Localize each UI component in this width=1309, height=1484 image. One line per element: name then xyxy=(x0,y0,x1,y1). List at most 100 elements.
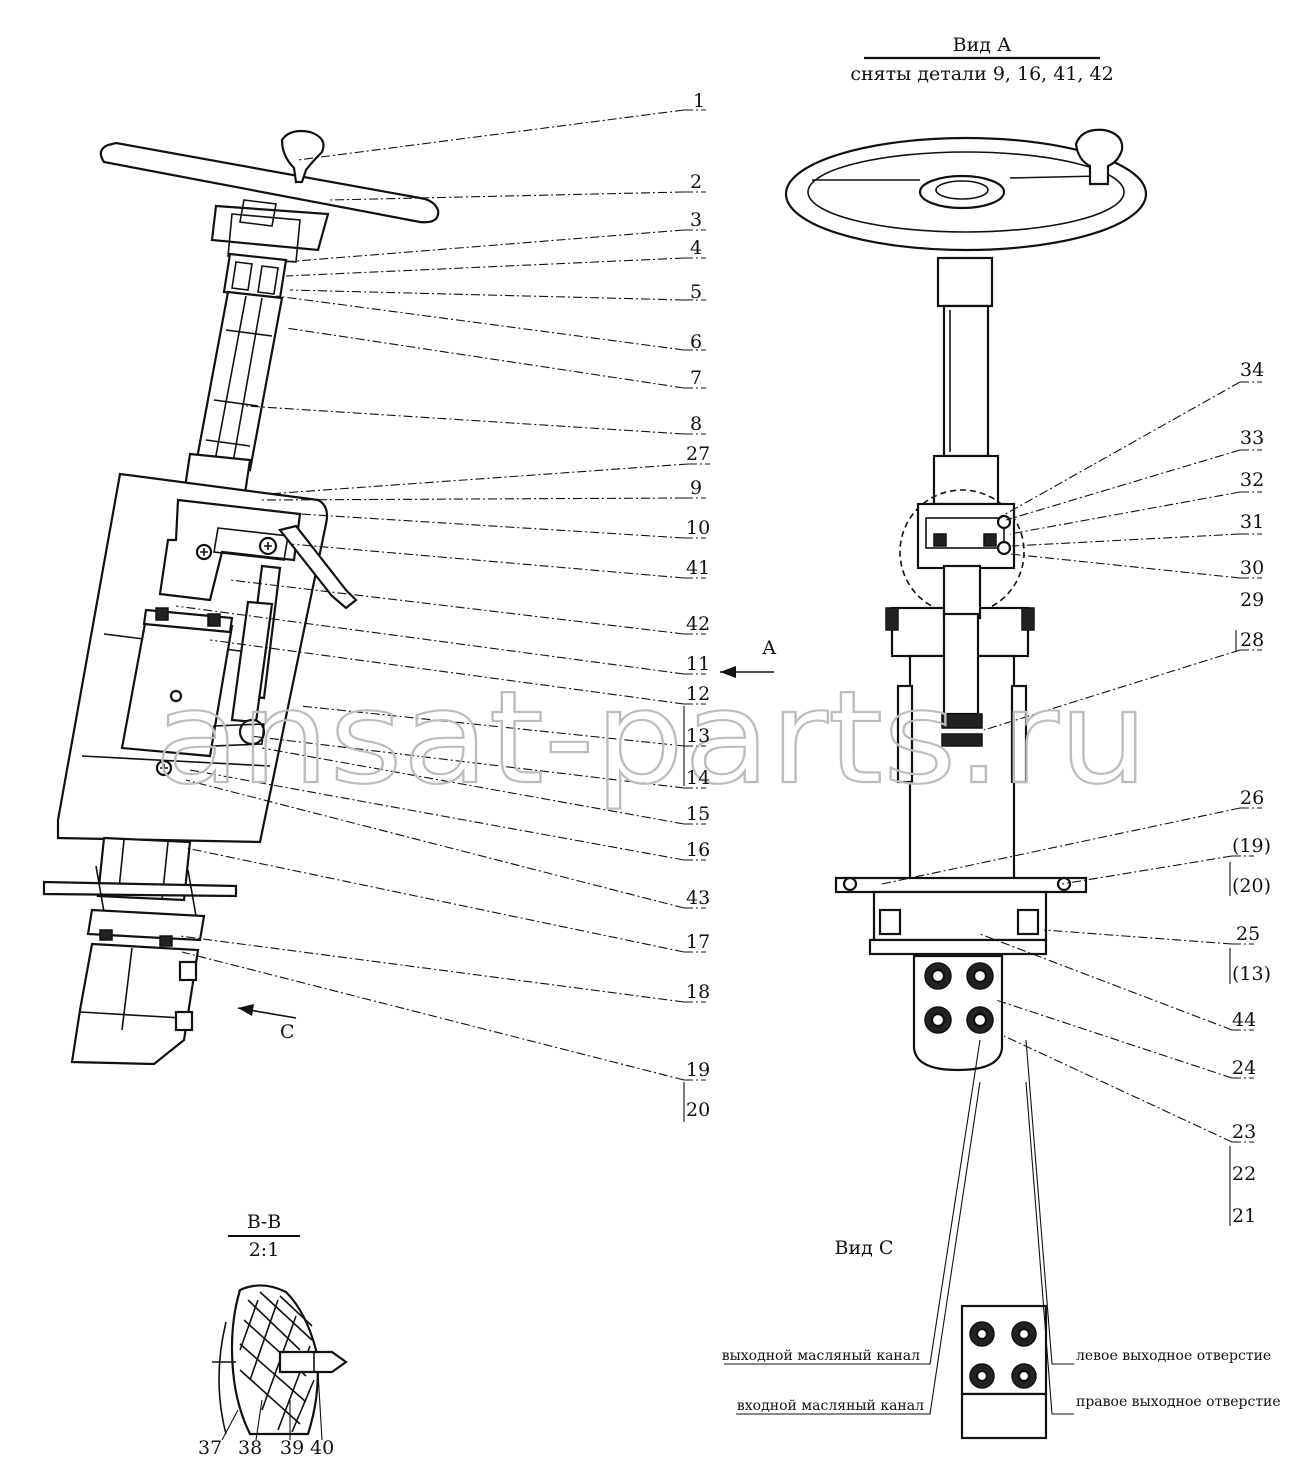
leader-left-4 xyxy=(289,289,706,301)
callout-26: 26 xyxy=(1240,787,1264,809)
leader-left-20 xyxy=(185,847,706,953)
leader-right-4 xyxy=(1009,553,1262,579)
hydraulic-motor xyxy=(70,942,200,1066)
leader-left-18 xyxy=(189,769,706,861)
view-a-title: Вид А xyxy=(953,34,1012,56)
callout-27: 27 xyxy=(686,443,710,465)
callout-38: 38 xyxy=(238,1437,262,1459)
callout-22: 22 xyxy=(1232,1163,1256,1185)
callout-33: 33 xyxy=(1240,427,1264,449)
leader-left-9 xyxy=(261,497,706,501)
leader-right-11 xyxy=(1003,1035,1254,1143)
label-outlet-oil-channel: выходной масляный канал xyxy=(722,1348,920,1364)
leader-left-0 xyxy=(297,109,706,161)
steering-wheel-rim xyxy=(99,141,440,224)
arrow-a xyxy=(720,666,774,678)
mounting-plate xyxy=(42,880,238,898)
leader-right-2 xyxy=(1009,491,1262,535)
leader-right-1 xyxy=(1005,449,1262,521)
leader-left-14 xyxy=(209,639,706,705)
callout-12: 12 xyxy=(686,683,710,705)
callout-1: 1 xyxy=(693,90,705,112)
callout-5: 5 xyxy=(690,281,702,303)
front-view xyxy=(784,56,1148,1072)
screw xyxy=(278,1350,348,1374)
column-tube xyxy=(194,290,284,472)
callout-25: 25 xyxy=(1236,923,1260,945)
callout-11: 11 xyxy=(686,653,710,675)
callout-20-ref: (20) xyxy=(1232,875,1271,897)
callout-32: 32 xyxy=(1240,469,1264,491)
leader-left-7 xyxy=(245,405,706,435)
leader-right-7 xyxy=(1061,855,1254,885)
view-c xyxy=(724,1039,1074,1440)
callout-7: 7 xyxy=(690,367,702,389)
callout-42: 42 xyxy=(686,613,710,635)
callout-9: 9 xyxy=(690,477,702,499)
callout-39: 39 xyxy=(280,1437,304,1459)
callout-19-ref: (19) xyxy=(1232,835,1271,857)
callout-29: 29 xyxy=(1240,589,1264,611)
callout-19: 19 xyxy=(686,1059,710,1081)
callout-14: 14 xyxy=(686,767,710,789)
leader-left-16 xyxy=(249,735,706,789)
section-b-b xyxy=(212,1235,348,1436)
label-left-outlet: левое выходное отверстие xyxy=(1076,1348,1271,1364)
callout-4: 4 xyxy=(690,237,702,259)
arrow-a-label: А xyxy=(762,637,777,659)
callout-21: 21 xyxy=(1232,1205,1256,1227)
callout-10: 10 xyxy=(686,517,710,539)
leader-right-8 xyxy=(1043,929,1254,945)
callout-43: 43 xyxy=(686,887,710,909)
callout-30: 30 xyxy=(1240,557,1264,579)
arrow-c xyxy=(237,1004,297,1019)
leader-left-15 xyxy=(299,705,706,747)
leader-left-1 xyxy=(329,191,706,201)
leader-right-9 xyxy=(979,933,1254,1031)
leader-left-2 xyxy=(283,229,706,263)
callout-6: 6 xyxy=(690,331,702,353)
arrow-c-label: С xyxy=(280,1021,295,1043)
callout-24: 24 xyxy=(1232,1057,1256,1079)
callout-13-ref: (13) xyxy=(1232,963,1271,985)
leader-left-13 xyxy=(175,605,706,675)
view-c-title: Вид С xyxy=(835,1237,894,1259)
callout-18: 18 xyxy=(686,981,710,1003)
leader-left-11 xyxy=(289,543,706,579)
callout-37: 37 xyxy=(198,1437,222,1459)
leader-right-0 xyxy=(1001,381,1262,517)
leader-left-5 xyxy=(275,295,706,351)
leader-right-5 xyxy=(983,649,1262,731)
leader-right-3 xyxy=(1011,533,1262,547)
leader-left-10 xyxy=(299,513,706,539)
callout-20: 20 xyxy=(686,1099,710,1121)
leader-left-6 xyxy=(285,327,706,389)
callout-31: 31 xyxy=(1240,511,1264,533)
section-shape xyxy=(230,1284,319,1436)
callout-41: 41 xyxy=(686,557,710,579)
callout-3: 3 xyxy=(690,209,702,231)
leader-left-8 xyxy=(267,463,710,495)
section-scale: 2:1 xyxy=(249,1239,280,1261)
leader-left-12 xyxy=(229,579,706,635)
callout-23: 23 xyxy=(1232,1121,1256,1143)
leader-left-3 xyxy=(285,257,706,277)
callout-16: 16 xyxy=(686,839,710,861)
callout-8: 8 xyxy=(690,413,702,435)
leader-right-10 xyxy=(995,999,1254,1079)
callout-15: 15 xyxy=(686,803,710,825)
callout-2: 2 xyxy=(690,171,702,193)
view-a-note: сняты детали 9, 16, 41, 42 xyxy=(850,63,1113,85)
callout-44: 44 xyxy=(1232,1009,1256,1031)
callout-17: 17 xyxy=(686,931,710,953)
base-plate xyxy=(834,876,1088,894)
callout-13: 13 xyxy=(686,725,710,747)
leader-left-19 xyxy=(185,779,706,909)
leader-left-22 xyxy=(181,951,706,1081)
leader-right-6 xyxy=(881,807,1262,885)
leader-lines-right xyxy=(881,381,1262,1143)
section-title: В-В xyxy=(247,1211,281,1233)
side-view xyxy=(42,129,440,1066)
